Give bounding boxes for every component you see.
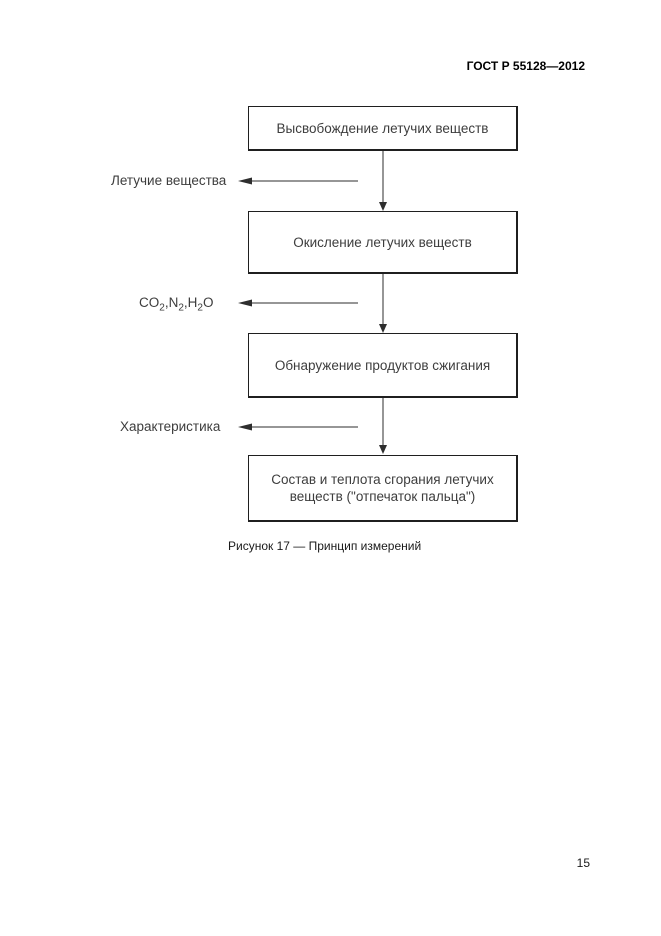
- arrow-left-icon: [238, 423, 252, 431]
- flow-box-detection-label: Обнаружение продуктов сжигания: [274, 357, 491, 373]
- arrow-left-icon: [238, 299, 252, 307]
- flow-box-composition-line-1: Состав и теплота сгорания летучих: [271, 472, 494, 487]
- flow-box-oxidation: Окисление летучих веществ: [248, 211, 518, 274]
- formula-subscript: 2: [178, 302, 184, 314]
- side-label-co2-n2-h2o: CO2,N2,H2O: [139, 295, 214, 314]
- formula-text: CO: [139, 295, 160, 310]
- formula-subscript: 2: [159, 302, 165, 314]
- formula-subscript: 2: [197, 302, 203, 314]
- page-number: 15: [576, 856, 590, 870]
- arrow-down-icon: [379, 445, 387, 454]
- formula-text: O: [202, 295, 214, 310]
- arrow-left-icon: [238, 177, 252, 185]
- flow-box-composition-line-2: веществ ("отпечаток пальца"): [289, 489, 476, 504]
- flow-box-release: Высвобождение летучих веществ: [248, 106, 518, 151]
- side-label-volatile-substances: Летучие вещества: [111, 173, 227, 188]
- formula-text: ,H: [183, 295, 198, 310]
- flow-box-detection: Обнаружение продуктов сжигания: [248, 333, 518, 398]
- arrow-down-icon: [379, 324, 387, 333]
- formula-text: ,N: [164, 295, 179, 310]
- arrow-down-icon: [379, 202, 387, 211]
- flow-box-composition: Состав и теплота сгорания летучих вещест…: [248, 455, 518, 522]
- document-header-title: ГОСТ Р 55128—2012: [466, 59, 585, 73]
- figure-caption: Рисунок 17 — Принцип измерений: [228, 539, 422, 553]
- flow-box-oxidation-label: Окисление летучих веществ: [293, 234, 472, 250]
- flow-box-release-label: Высвобождение летучих веществ: [276, 120, 489, 136]
- side-label-characteristic: Характеристика: [120, 419, 221, 434]
